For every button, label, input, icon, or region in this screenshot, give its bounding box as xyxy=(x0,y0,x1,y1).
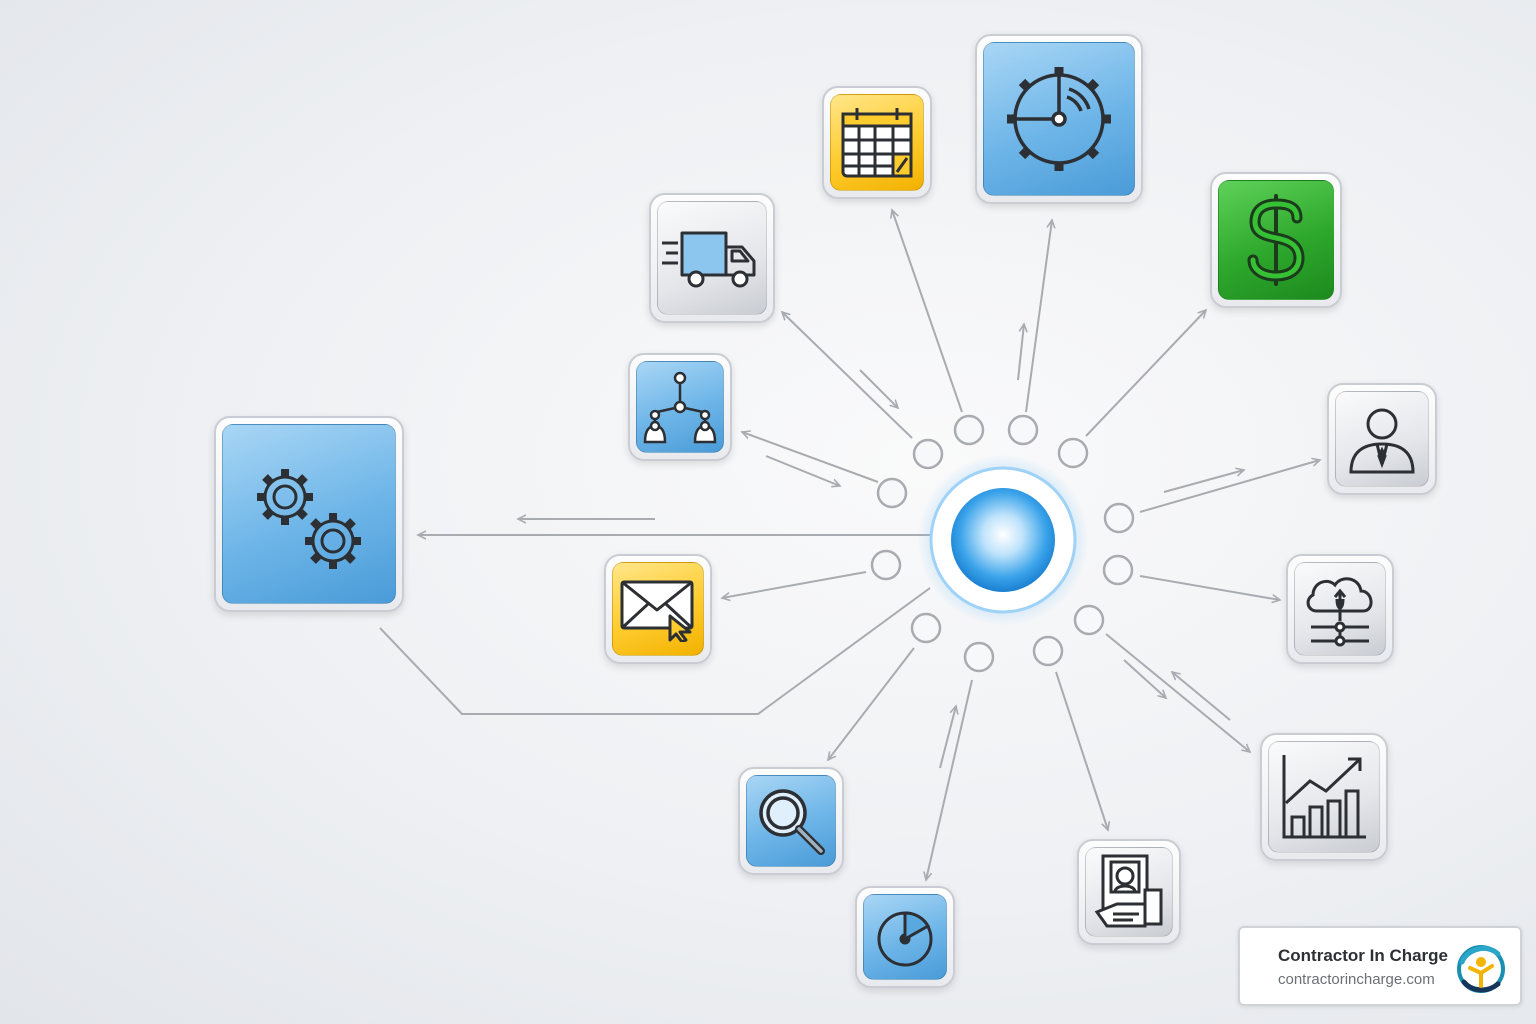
org-chart-tile[interactable] xyxy=(628,353,732,461)
port xyxy=(910,612,942,644)
port xyxy=(1007,414,1039,446)
search-tile[interactable] xyxy=(738,767,844,875)
envelope-icon xyxy=(620,580,694,642)
port xyxy=(1057,437,1089,469)
brand-url[interactable]: contractorincharge.com xyxy=(1278,971,1435,988)
bar-chart-tile[interactable] xyxy=(1260,733,1388,861)
bar-chart-icon xyxy=(1282,755,1366,839)
dollar-icon xyxy=(1247,194,1305,286)
port xyxy=(876,477,908,509)
port xyxy=(1073,604,1105,636)
envelope-tile[interactable] xyxy=(604,554,712,664)
central-hub xyxy=(917,454,1089,626)
timer-icon xyxy=(877,911,933,967)
port xyxy=(912,438,944,470)
port xyxy=(870,549,902,581)
user-icon xyxy=(1349,408,1415,474)
port xyxy=(1102,554,1134,586)
port xyxy=(963,641,995,673)
document-icon xyxy=(1094,854,1163,928)
connection-ports xyxy=(870,414,1135,673)
document-tile[interactable] xyxy=(1077,839,1181,945)
user-tile[interactable] xyxy=(1327,383,1437,495)
connector-lines xyxy=(379,210,1320,880)
cloud-icon xyxy=(1306,577,1373,647)
gears-icon xyxy=(257,469,361,569)
gauge-icon xyxy=(1007,67,1111,171)
port xyxy=(953,414,985,446)
port xyxy=(1103,502,1135,534)
gauge-tile[interactable] xyxy=(975,34,1143,204)
org-chart-icon xyxy=(643,371,717,444)
dollar-tile[interactable] xyxy=(1210,172,1342,308)
calendar-tile[interactable] xyxy=(822,86,932,199)
timer-tile[interactable] xyxy=(855,886,955,988)
truck-icon xyxy=(662,231,756,288)
truck-tile[interactable] xyxy=(649,193,775,323)
magnifier-icon xyxy=(759,789,825,855)
calendar-icon xyxy=(841,107,913,177)
brand-badge[interactable]: Contractor In Charge contractorincharge.… xyxy=(1238,926,1522,1006)
contractor-logo-icon xyxy=(1457,945,1505,993)
port xyxy=(1032,635,1064,667)
brand-name: Contractor In Charge xyxy=(1278,946,1449,965)
gears-tile[interactable] xyxy=(214,416,404,612)
cloud-tile[interactable] xyxy=(1286,554,1394,664)
